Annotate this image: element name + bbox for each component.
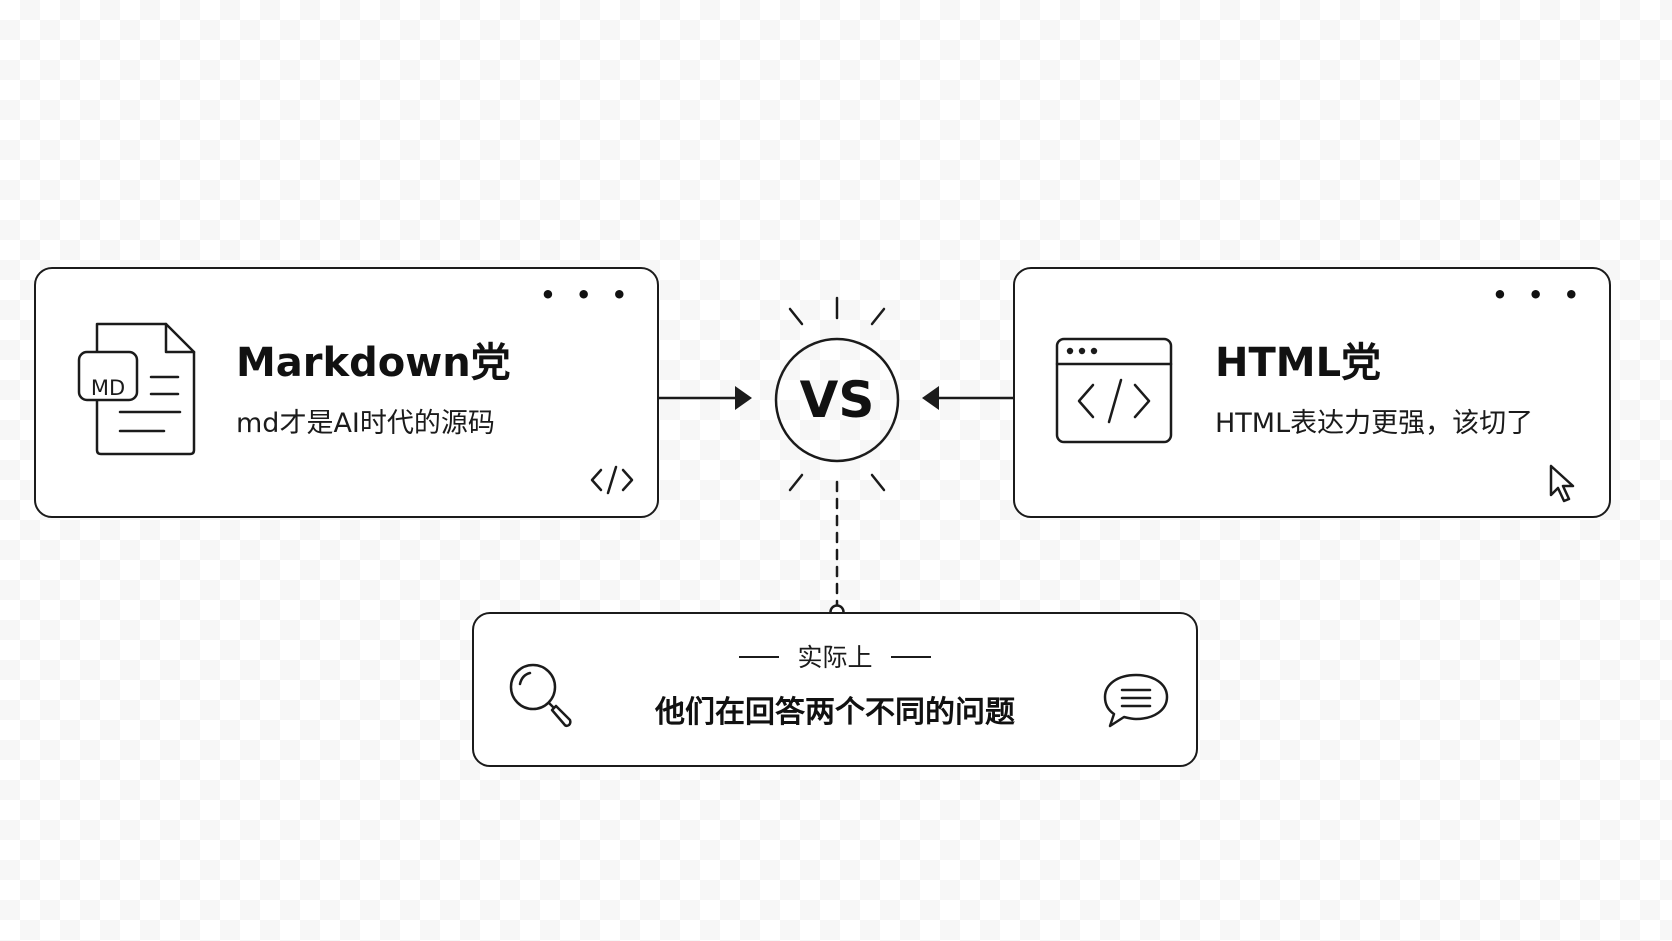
vs-label: VS [799,371,875,429]
vs-burst-rays [788,296,886,492]
speech-bubble-icon [1103,673,1169,728]
more-dots-icon[interactable]: • • • [540,281,633,309]
kicker-rule-left [739,656,780,658]
html-card-title: HTML党 [1215,340,1382,386]
more-dots-icon[interactable]: • • • [1492,281,1585,309]
mouse-pointer-icon [1549,464,1575,503]
html-card-subtitle: HTML表达力更强，该切了 [1215,408,1534,439]
browser-code-icon [1055,337,1173,444]
conclusion-statement: 他们在回答两个不同的问题 [655,695,1015,730]
magnifier-icon [509,663,572,728]
conclusion-kicker-text: 实际上 [797,643,873,672]
markdown-file-icon [77,322,196,456]
md-badge: MD [90,376,126,400]
markdown-card-title: Markdown党 [236,340,511,386]
kicker-rule-right [890,656,931,658]
code-brackets-icon [590,465,634,495]
right-arrow-head [922,386,939,410]
markdown-card[interactable]: • • • MD Markdown党 md才是AI时代的源码 [34,267,659,518]
markdown-card-subtitle: md才是AI时代的源码 [236,408,495,439]
conclusion-kicker: 实际上 [474,642,1196,674]
html-card[interactable]: • • • HTML党 HTML表达力更强，该切了 [1013,267,1611,518]
left-arrow-head [735,386,752,410]
conclusion-card: 实际上 他们在回答两个不同的问题 [472,612,1198,767]
vs-circle [774,337,900,463]
